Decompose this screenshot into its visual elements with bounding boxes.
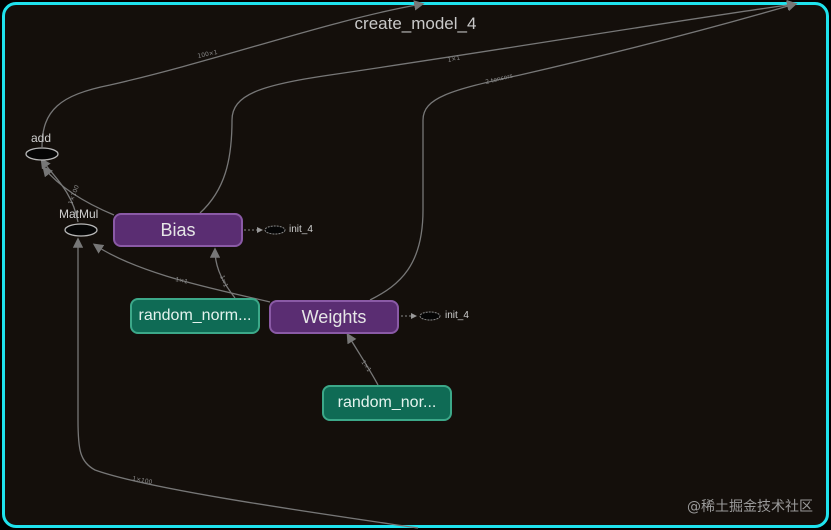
edge-label-rand-bias: 1×1 [218, 274, 229, 288]
edge-label-top-left: 100×1 [197, 49, 218, 60]
edge-randright-weights [346, 332, 379, 386]
edge-label-top-mid: 1×1 [447, 54, 461, 64]
matmul-op-label: MatMul [59, 207, 99, 221]
random-normal-left-node[interactable]: random_norm... [130, 298, 260, 334]
init-weights-label: init_4 [445, 310, 469, 321]
bias-node[interactable]: Bias [113, 213, 243, 247]
edge-label-add-matmul: 1×100 [67, 184, 81, 206]
weights-node[interactable]: Weights [269, 300, 399, 334]
edge-bias-add [42, 165, 115, 216]
add-op-node[interactable] [25, 147, 59, 161]
edge-weights-out [369, 1, 798, 301]
init-bias-label: init_4 [289, 224, 313, 235]
edge-label-top-right: 2 tensors [485, 72, 514, 86]
edge-randleft-bias [209, 247, 236, 299]
matmul-op-node[interactable] [64, 223, 98, 237]
graph-title: create_model_4 [354, 14, 477, 33]
edge-bottom-matmul [72, 237, 419, 529]
edge-label-bottom: 1×100 [132, 475, 153, 486]
add-op-label: add [31, 131, 52, 145]
edge-label-bias-matmul: 1×1 [175, 276, 189, 286]
edge-weights-matmul [92, 243, 271, 303]
init-bias-node[interactable] [264, 225, 286, 235]
init-weights-node[interactable] [419, 311, 441, 321]
watermark: @稀土掘金技术社区 [687, 499, 813, 515]
edge-add-out [41, 0, 425, 148]
random-normal-right-node[interactable]: random_nor... [322, 385, 452, 421]
edge-bias-out [199, 0, 798, 214]
